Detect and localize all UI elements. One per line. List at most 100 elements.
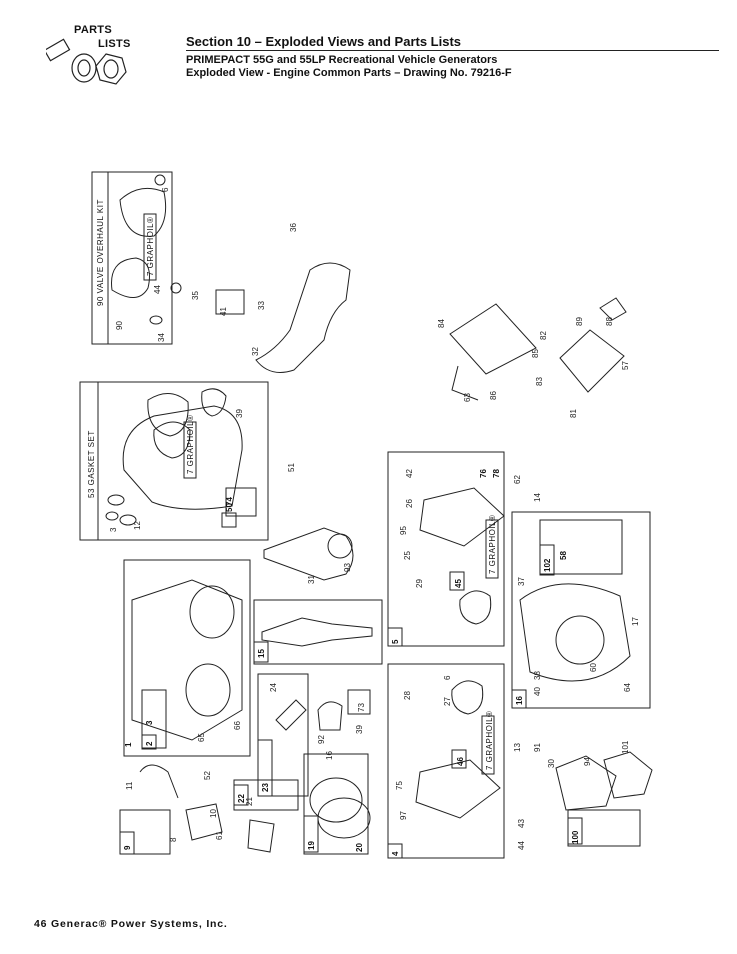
callout: 60 <box>589 663 598 672</box>
box-label-45a: 45 <box>454 579 463 588</box>
page-footer: 46 Generac® Power Systems, Inc. <box>34 918 228 930</box>
callout: 24 <box>269 683 278 692</box>
crankshaft-box <box>253 599 383 665</box>
parts-lists-logo: PARTS LISTS <box>43 20 136 100</box>
callout: 42 <box>405 469 414 478</box>
callout: 37 <box>517 577 526 586</box>
box-label-4: 4 <box>391 851 400 856</box>
box-label-3: 3 <box>145 720 154 725</box>
callout: 11 <box>125 781 134 790</box>
callout: 25 <box>403 551 412 560</box>
callout: 14 <box>533 493 542 502</box>
logo-text-parts: PARTS <box>74 24 112 36</box>
callout: 17 <box>631 617 640 626</box>
graphoil-label-2: 7 GRAPHOIL® <box>186 415 195 474</box>
callout: 85 <box>531 349 540 358</box>
callout: 32 <box>251 347 260 356</box>
callout: 36 <box>289 223 298 232</box>
callout: 39 <box>355 725 364 734</box>
callout: 8 <box>169 837 178 842</box>
callout: 90 <box>115 321 124 330</box>
section-title: Section 10 – Exploded Views and Parts Li… <box>186 34 462 49</box>
box-label-50: 50 <box>225 503 234 512</box>
callout: 65 <box>197 733 206 742</box>
box-label-102: 102 <box>543 558 552 572</box>
callout: 81 <box>569 409 578 418</box>
graphoil-box-2 <box>183 421 197 479</box>
box-label-100: 100 <box>571 830 580 844</box>
callout: 92 <box>317 735 326 744</box>
callout: 66 <box>233 721 242 730</box>
callout: 61 <box>215 831 224 840</box>
drawing-title: Exploded View - Engine Common Parts – Dr… <box>186 67 512 79</box>
callout: 88 <box>605 317 614 326</box>
logo-text-lists: LISTS <box>98 38 131 50</box>
box-label-9: 9 <box>123 845 132 850</box>
callout: 86 <box>489 391 498 400</box>
callout: 29 <box>415 579 424 588</box>
callout: 93 <box>343 563 352 572</box>
callout: 73 <box>357 703 366 712</box>
callout: 6 <box>161 187 170 192</box>
box-label-15: 15 <box>257 649 266 658</box>
box-label-74: 74 <box>225 497 234 506</box>
callout: 13 <box>513 743 522 752</box>
crankcase-box <box>123 559 251 757</box>
callout: 38 <box>533 671 542 680</box>
callout: 89 <box>575 317 584 326</box>
callout: 63 <box>463 393 472 402</box>
box-label-2: 2 <box>145 741 154 746</box>
model-title: PRIMEPACT 55G and 55LP Recreational Vehi… <box>186 54 498 66</box>
callout: 31 <box>307 575 316 584</box>
callout: 40 <box>533 687 542 696</box>
callout: 10 <box>209 809 218 818</box>
callout: 44 <box>153 285 162 294</box>
valve-kit-box <box>91 171 173 345</box>
callout: 91 <box>533 743 542 752</box>
callout: 12 <box>133 521 142 530</box>
cylinder-box-5 <box>387 451 505 647</box>
box-label-58: 58 <box>559 551 568 560</box>
gasket-set-box <box>79 381 269 541</box>
graphoil-box-1 <box>143 213 157 281</box>
callout: 6 <box>443 675 452 680</box>
box-label-78: 78 <box>492 469 501 478</box>
callout: 52 <box>203 771 212 780</box>
valve-kit-title: 90 VALVE OVERHAUL KIT <box>96 199 105 306</box>
callout: 34 <box>157 333 166 342</box>
callout: 95 <box>399 526 408 535</box>
callout: 44 <box>517 841 526 850</box>
callout: 62 <box>513 475 522 484</box>
box-label-16: 16 <box>515 696 524 705</box>
gasket-set-title: 53 GASKET SET <box>87 430 96 498</box>
graphoil-label-3: 7 GRAPHOIL® <box>485 711 494 770</box>
box-label-23: 23 <box>261 783 270 792</box>
callout: 28 <box>403 691 412 700</box>
bolt-nut-icon <box>43 38 127 85</box>
callout: 33 <box>257 301 266 310</box>
callout: 21 <box>245 797 254 806</box>
box-label-19: 19 <box>307 841 316 850</box>
callout: 39 <box>235 409 244 418</box>
callout: 97 <box>399 811 408 820</box>
box-label-76: 76 <box>479 469 488 478</box>
callout: 43 <box>517 819 526 828</box>
callout: 64 <box>623 683 632 692</box>
box-label-5: 5 <box>391 639 400 644</box>
box-label-22: 22 <box>237 794 246 803</box>
graphoil-label-1: 7 GRAPHOIL® <box>146 217 155 276</box>
callout: 82 <box>539 331 548 340</box>
callout: 51 <box>287 463 296 472</box>
callout: 94 <box>583 757 592 766</box>
callout: 84 <box>437 319 446 328</box>
callout: 83 <box>535 377 544 386</box>
callout: 26 <box>405 499 414 508</box>
callout: 57 <box>621 361 630 370</box>
callout: 3 <box>109 527 118 532</box>
cylinder-box-4 <box>387 663 505 859</box>
box-label-20: 20 <box>355 843 364 852</box>
graphoil-label-4: 7 GRAPHOIL® <box>488 515 497 574</box>
crankcase-cover-box <box>511 511 651 709</box>
callout: 41 <box>219 307 228 316</box>
